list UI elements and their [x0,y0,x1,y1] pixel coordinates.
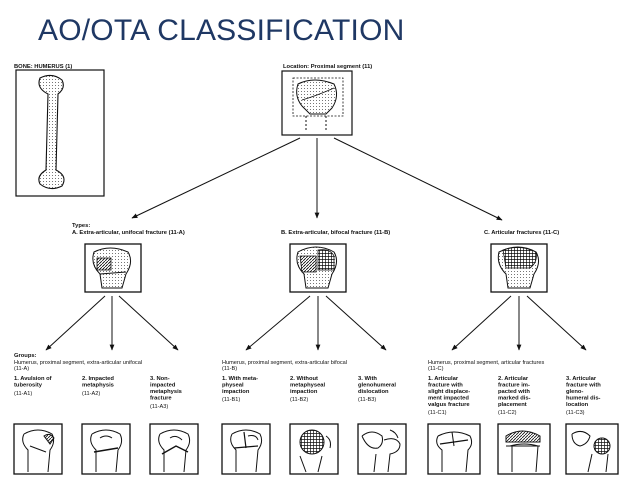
svg-text:humeral dis-: humeral dis- [566,396,601,402]
svg-text:gleno-: gleno- [566,389,583,395]
svg-text:tuberosity: tuberosity [14,383,43,389]
svg-text:(11-A3): (11-A3) [150,404,168,410]
svg-text:1. With meta-: 1. With meta- [222,376,258,382]
group-figure-b3 [357,423,407,475]
type-c-label: C. Articular fractures (11-C) [484,230,559,236]
group-block-c-header-2: (11-C) [428,366,444,372]
group-figure-b1 [221,423,271,475]
svg-text:pacted with: pacted with [498,389,530,395]
bone-label: BONE: HUMERUS (1) [14,64,72,70]
svg-text:dislocation: dislocation [358,389,389,395]
type-a-label: A. Extra-articular, unifocal fracture (1… [72,230,185,236]
svg-text:fracture with: fracture with [566,383,601,389]
group-block-c-header-1: Humerus, proximal segment, articular fra… [428,360,544,366]
group-block-a-header-2: (11-A) [14,366,29,372]
type-b-label: B. Extra-articular, bifocal fracture (11… [281,230,390,236]
svg-text:impacted: impacted [150,383,176,389]
group-figure-a3 [149,423,199,475]
svg-text:location: location [566,402,589,408]
group-figure-c1 [427,423,481,475]
svg-text:slight displace-: slight displace- [428,389,470,395]
svg-text:3. Non-: 3. Non- [150,376,170,382]
type-b-figure [289,243,347,293]
svg-text:ment impacted: ment impacted [428,396,469,402]
group-label-b3: 3. With glenohumeral dislocation (11-B3) [358,376,396,403]
svg-text:physeal: physeal [222,383,244,389]
svg-text:fracture with: fracture with [428,383,463,389]
group-block-a-header-1: Humerus, proximal segment, extra-articul… [14,360,142,366]
svg-text:fracture: fracture [150,396,172,402]
group-label-b1: 1. With meta- physeal impaction (11-B1) [222,376,258,403]
groups-heading: Groups: [14,353,37,359]
svg-text:3. With: 3. With [358,376,377,382]
svg-text:marked dis-: marked dis- [498,396,531,402]
type-c-figure [490,243,548,293]
svg-text:1. Articular: 1. Articular [428,376,459,382]
group-label-c1: 1. Articular fracture with slight displa… [428,376,470,416]
group-label-a1: 1. Avulsion of tuberosity (11-A1) [14,376,52,397]
group-label-c3: 3. Articular fracture with gleno- humera… [566,376,601,416]
types-heading: Types: [72,223,90,229]
svg-text:metaphyseal: metaphyseal [290,383,326,389]
svg-text:(11-B1): (11-B1) [222,397,240,403]
type-arrows [45,295,587,351]
group-block-b-header-2: (11-B) [222,366,237,372]
group-label-c2: 2. Articular fracture im- pacted with ma… [498,376,531,416]
svg-text:(11-C2): (11-C2) [498,410,517,416]
svg-text:(11-A2): (11-A2) [82,391,100,397]
svg-text:metaphysis: metaphysis [82,383,114,389]
location-label: Location: Proximal segment (11) [283,64,372,70]
svg-text:placement: placement [498,402,527,408]
svg-text:glenohumeral: glenohumeral [358,383,396,389]
group-label-a2: 2. Impacted metaphysis (11-A2) [82,376,114,397]
group-figure-c3 [565,423,619,475]
group-figure-a2 [81,423,131,475]
svg-text:(11-A1): (11-A1) [14,391,32,397]
group-figure-a1 [13,423,63,475]
svg-text:2. Impacted: 2. Impacted [82,376,114,382]
svg-text:(11-B3): (11-B3) [358,397,376,403]
svg-text:impaction: impaction [290,389,318,395]
svg-text:(11-B2): (11-B2) [290,397,308,403]
svg-text:(11-C3): (11-C3) [566,410,585,416]
svg-text:fracture im-: fracture im- [498,383,530,389]
group-figures [13,423,619,475]
group-label-a3: 3. Non- impacted metaphysis fracture (11… [150,376,182,410]
svg-text:2. Without: 2. Without [290,376,318,382]
svg-text:valgus fracture: valgus fracture [428,402,470,408]
group-label-b2: 2. Without metaphyseal impaction (11-B2) [290,376,326,403]
svg-text:3. Articular: 3. Articular [566,376,597,382]
group-figure-c2 [497,423,551,475]
svg-text:1. Avulsion of: 1. Avulsion of [14,376,52,382]
svg-text:impaction: impaction [222,389,250,395]
group-block-b-header-1: Humerus, proximal segment, extra-articul… [222,360,347,366]
type-a-figure [84,243,142,293]
humerus-bone-figure [15,69,105,197]
proximal-segment-figure [281,70,353,136]
svg-text:(11-C1): (11-C1) [428,410,447,416]
location-arrows [131,137,503,221]
slide-title: AO/OTA CLASSIFICATION [38,14,405,47]
group-figure-b2 [289,423,339,475]
svg-text:2. Articular: 2. Articular [498,376,529,382]
svg-text:metaphysis: metaphysis [150,389,182,395]
